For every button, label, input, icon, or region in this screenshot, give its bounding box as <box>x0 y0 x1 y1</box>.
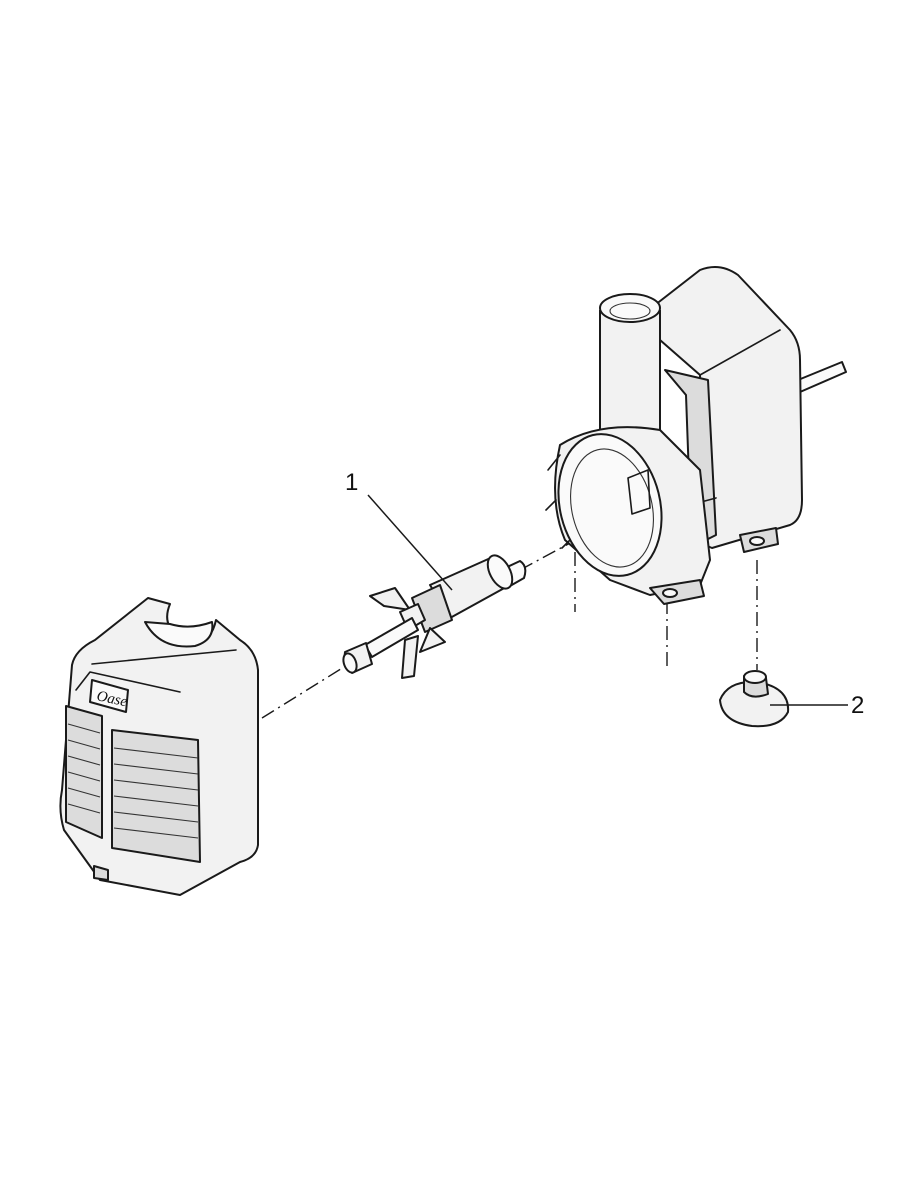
callout-1-label: 1 <box>345 469 358 496</box>
front-cover: Oase <box>59 597 259 896</box>
callout-1: 1 <box>345 469 453 591</box>
logo-text: Oase <box>95 688 129 710</box>
suction-foot <box>719 670 790 728</box>
pump-housing <box>545 265 847 605</box>
impeller <box>342 554 527 679</box>
callout-2-label: 2 <box>851 692 864 719</box>
callout-2: 2 <box>770 692 864 719</box>
